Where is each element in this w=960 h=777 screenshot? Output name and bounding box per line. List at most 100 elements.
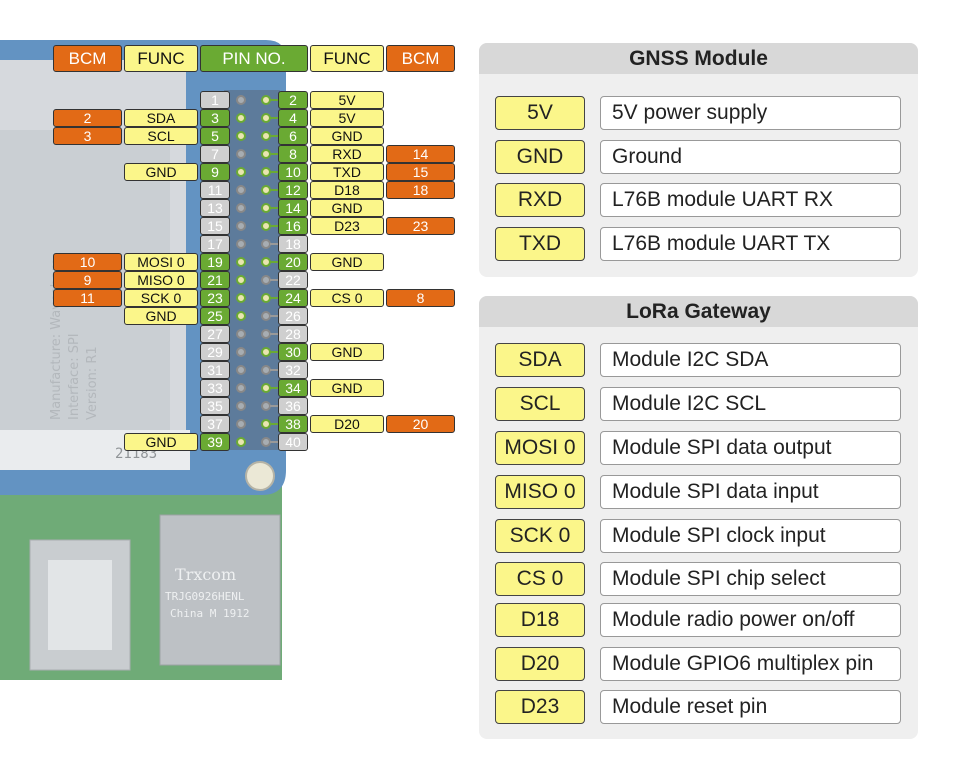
lora-signal-tag: MISO 0 — [495, 475, 585, 509]
pin-5-dot — [236, 131, 246, 141]
pin-38-number: 38 — [278, 415, 308, 433]
lora-signal-tag: SDA — [495, 343, 585, 377]
pin-3-func: SDA — [124, 109, 198, 127]
pin-16-func: D23 — [310, 217, 384, 235]
pin-38-bcm: 20 — [386, 415, 455, 433]
pin-21-func: MISO 0 — [124, 271, 198, 289]
pin-12-number: 12 — [278, 181, 308, 199]
pin-4-dot — [261, 113, 271, 123]
lora-signal-description: Module SPI clock input — [600, 519, 901, 553]
gnss-signal-tag: RXD — [495, 183, 585, 217]
pin-24-bcm: 8 — [386, 289, 455, 307]
gnss-signal-description: L76B module UART RX — [600, 183, 901, 217]
pin-16-number: 16 — [278, 217, 308, 235]
pin-12-bcm: 18 — [386, 181, 455, 199]
pin-6-dot — [261, 131, 271, 141]
pin-17-dot — [236, 239, 246, 249]
pin-8-func: RXD — [310, 145, 384, 163]
pin-15-number: 15 — [200, 217, 230, 235]
pin-15-dot — [236, 221, 246, 231]
pin-8-number: 8 — [278, 145, 308, 163]
pin-23-dot — [236, 293, 246, 303]
pin-3-bcm: 2 — [53, 109, 122, 127]
pin-35-dot — [236, 401, 246, 411]
lora-signal-description: Module reset pin — [600, 690, 901, 724]
pin-23-number: 23 — [200, 289, 230, 307]
pin-24-number: 24 — [278, 289, 308, 307]
pin-11-number: 11 — [200, 181, 230, 199]
usb-port-inner — [48, 560, 112, 650]
pin-25-number: 25 — [200, 307, 230, 325]
pin-10-dot — [261, 167, 271, 177]
pin-17-number: 17 — [200, 235, 230, 253]
pin-6-func: GND — [310, 127, 384, 145]
pin-26-dot — [261, 311, 271, 321]
pin-19-number: 19 — [200, 253, 230, 271]
header-bcm-right: BCM — [386, 45, 455, 72]
header-func-right: FUNC — [310, 45, 384, 72]
pin-3-dot — [236, 113, 246, 123]
pin-4-func: 5V — [310, 109, 384, 127]
pin-13-number: 13 — [200, 199, 230, 217]
pin-19-func: MOSI 0 — [124, 253, 198, 271]
header-func-left: FUNC — [124, 45, 198, 72]
pin-2-number: 2 — [278, 91, 308, 109]
lora-signal-tag: D23 — [495, 690, 585, 724]
pin-23-bcm: 11 — [53, 289, 122, 307]
header-pin-no: PIN NO. — [200, 45, 308, 72]
pin-28-dot — [261, 329, 271, 339]
lora-signal-description: Module I2C SDA — [600, 343, 901, 377]
pin-33-dot — [236, 383, 246, 393]
pin-22-dot — [261, 275, 271, 285]
pin-21-number: 21 — [200, 271, 230, 289]
pin-3-number: 3 — [200, 109, 230, 127]
pin-9-number: 9 — [200, 163, 230, 181]
pin-27-dot — [236, 329, 246, 339]
pin-2-dot — [261, 95, 271, 105]
pin-30-dot — [261, 347, 271, 357]
pin-23-func: SCK 0 — [124, 289, 198, 307]
pin-14-func: GND — [310, 199, 384, 217]
pin-31-number: 31 — [200, 361, 230, 379]
lora-signal-description: Module SPI data input — [600, 475, 901, 509]
gnss-signal-description: 5V power supply — [600, 96, 901, 130]
pin-38-func: D20 — [310, 415, 384, 433]
gnss-signal-tag: 5V — [495, 96, 585, 130]
gnss-signal-tag: GND — [495, 140, 585, 174]
lora-signal-tag: SCK 0 — [495, 519, 585, 553]
pin-9-func: GND — [124, 163, 198, 181]
pin-5-func: SCL — [124, 127, 198, 145]
gnss-signal-description: L76B module UART TX — [600, 227, 901, 261]
pin-40-dot — [261, 437, 271, 447]
header-bcm-left: BCM — [53, 45, 122, 72]
pin-12-dot — [261, 185, 271, 195]
pin-38-dot — [261, 419, 271, 429]
pin-21-bcm: 9 — [53, 271, 122, 289]
pin-1-dot — [236, 95, 246, 105]
pin-39-number: 39 — [200, 433, 230, 451]
pin-22-number: 22 — [278, 271, 308, 289]
pin-36-number: 36 — [278, 397, 308, 415]
ethernet-jack — [159, 514, 281, 666]
pin-25-func: GND — [124, 307, 198, 325]
pin-10-bcm: 15 — [386, 163, 455, 181]
module-silk-3: Version: R1 — [85, 346, 100, 420]
pin-6-number: 6 — [278, 127, 308, 145]
pin-8-dot — [261, 149, 271, 159]
pin-29-number: 29 — [200, 343, 230, 361]
pin-connectors — [236, 95, 278, 447]
lora-panel-title: LoRa Gateway — [479, 296, 918, 327]
pin-30-func: GND — [310, 343, 384, 361]
pin-7-dot — [236, 149, 246, 159]
pin-26-number: 26 — [278, 307, 308, 325]
lora-signal-description: Module radio power on/off — [600, 603, 901, 637]
pin-34-func: GND — [310, 379, 384, 397]
pin-24-dot — [261, 293, 271, 303]
pin-10-func: TXD — [310, 163, 384, 181]
pin-16-dot — [261, 221, 271, 231]
pin-5-bcm: 3 — [53, 127, 122, 145]
pin-40-number: 40 — [278, 433, 308, 451]
pin-8-bcm: 14 — [386, 145, 455, 163]
